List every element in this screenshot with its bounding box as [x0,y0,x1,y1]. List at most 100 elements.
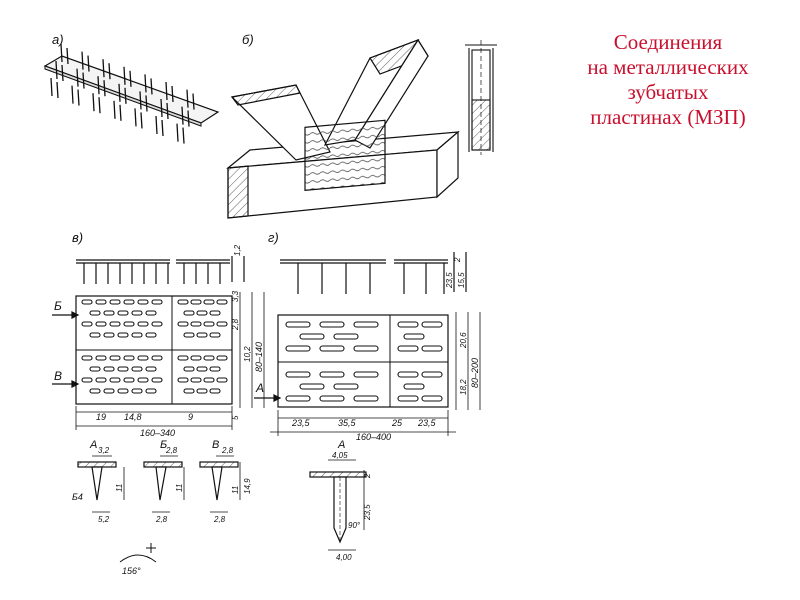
panel-b: б) [226,32,460,219]
v-dim-11-b: 11 [175,484,184,492]
plate-tooth [97,76,100,95]
g-slot [319,371,345,378]
v-slot [196,388,208,394]
v-slot [196,366,208,372]
g-plan-slots [285,321,443,402]
plate-tooth [56,81,59,99]
v-slot [183,332,195,338]
v-slot [145,388,157,394]
v-dim-1-2: 1,2 [233,244,242,256]
g-slot [353,345,379,352]
v-slot [209,388,221,394]
v-slot [81,299,93,305]
v-slot [117,388,129,394]
v-dim-5: 5 [231,415,240,420]
plate-tooth [60,43,63,63]
g-slot [397,395,419,402]
panel-g: г) 2 23,5 15,5 А 20,6 18,2 [254,230,481,562]
v-slot [177,299,189,305]
v-slot [145,310,157,316]
v-slot [123,355,135,361]
v-slot [216,355,228,361]
plate-tooth [182,127,185,144]
v-dim-9: 9 [188,412,193,422]
joint-plate [304,119,386,191]
v-slot [103,388,115,394]
g-sec-a-label: А [337,439,345,451]
g-plan-plate [277,314,449,408]
g-slot [319,345,345,352]
plate-tooth [77,89,80,106]
v-slot [137,299,149,305]
v-slot [103,366,115,372]
g-dim-160-400: 160–400 [356,432,391,442]
plate-tooth [50,77,53,97]
panel-b-label: б) [242,32,254,47]
g-dim-35-5: 35,5 [338,418,357,428]
v-slot [216,299,228,305]
title-line-3: зубчатых [627,80,709,104]
g-slot [353,395,379,402]
toothed-plate [43,55,220,124]
g-slot [353,321,379,328]
v-slot [145,332,157,338]
v-slot [203,321,215,327]
g-dim-20-6: 20,6 [459,332,468,349]
v-slot [123,299,135,305]
plate-tooth [119,104,122,121]
v-slot [103,332,115,338]
v-plan-slots [81,299,228,394]
g-dim-4-05: 4,05 [332,451,348,460]
panel-a: а) [43,32,220,144]
v-slot [177,355,189,361]
g-elevation-teeth [297,263,445,294]
plate-tooth [144,74,147,93]
v-dim-11-c: 11 [231,486,240,494]
g-dim-80-200: 80–200 [470,358,480,388]
plate-tooth [186,89,189,108]
g-slot [333,383,359,390]
v-slot [137,321,149,327]
v-dim-2-8: 2,8 [231,318,240,331]
plate-tooth [81,51,84,70]
plate-tooth [165,81,168,101]
panel-g-label: г) [268,230,279,245]
g-slot [299,383,325,390]
v-slot [131,310,143,316]
v-section-v: В [54,369,62,383]
v-slot [183,388,195,394]
v-slot [109,321,121,327]
v-slot [81,355,93,361]
v-section-a-mark: А [89,439,97,451]
v-slot [209,310,221,316]
plate-tooth [176,123,179,142]
v-sec-b-label: Б [160,439,167,451]
v-slot [145,366,157,372]
v-slot [109,355,121,361]
plate-tooth [92,93,95,112]
g-dim-25: 25 [391,418,403,428]
plate-tooth [102,59,105,78]
g-slot [421,345,443,352]
v-slot [81,321,93,327]
v-slot [183,366,195,372]
slide-title: Соединения на металлических зубчатых пла… [548,30,788,130]
v-slot [95,355,107,361]
plate-tooth [66,47,69,65]
v-slot [151,299,163,305]
v-dim-10-2: 10,2 [243,346,252,362]
plate-tooth [118,83,121,102]
v-slot [203,377,215,383]
title-line-2: на металлических [587,55,749,79]
panel-a-label: а) [52,32,64,47]
g-dim-2-b: 2 [363,473,372,479]
plate-tooth [55,60,58,80]
v-angle-156: 156° [122,566,141,576]
g-slot [397,371,419,378]
v-section-b: Б [54,299,62,313]
plate-tooth [192,93,195,110]
v-slot [196,332,208,338]
g-slot [285,395,311,402]
v-dim-3-3: 3,3 [231,290,240,302]
